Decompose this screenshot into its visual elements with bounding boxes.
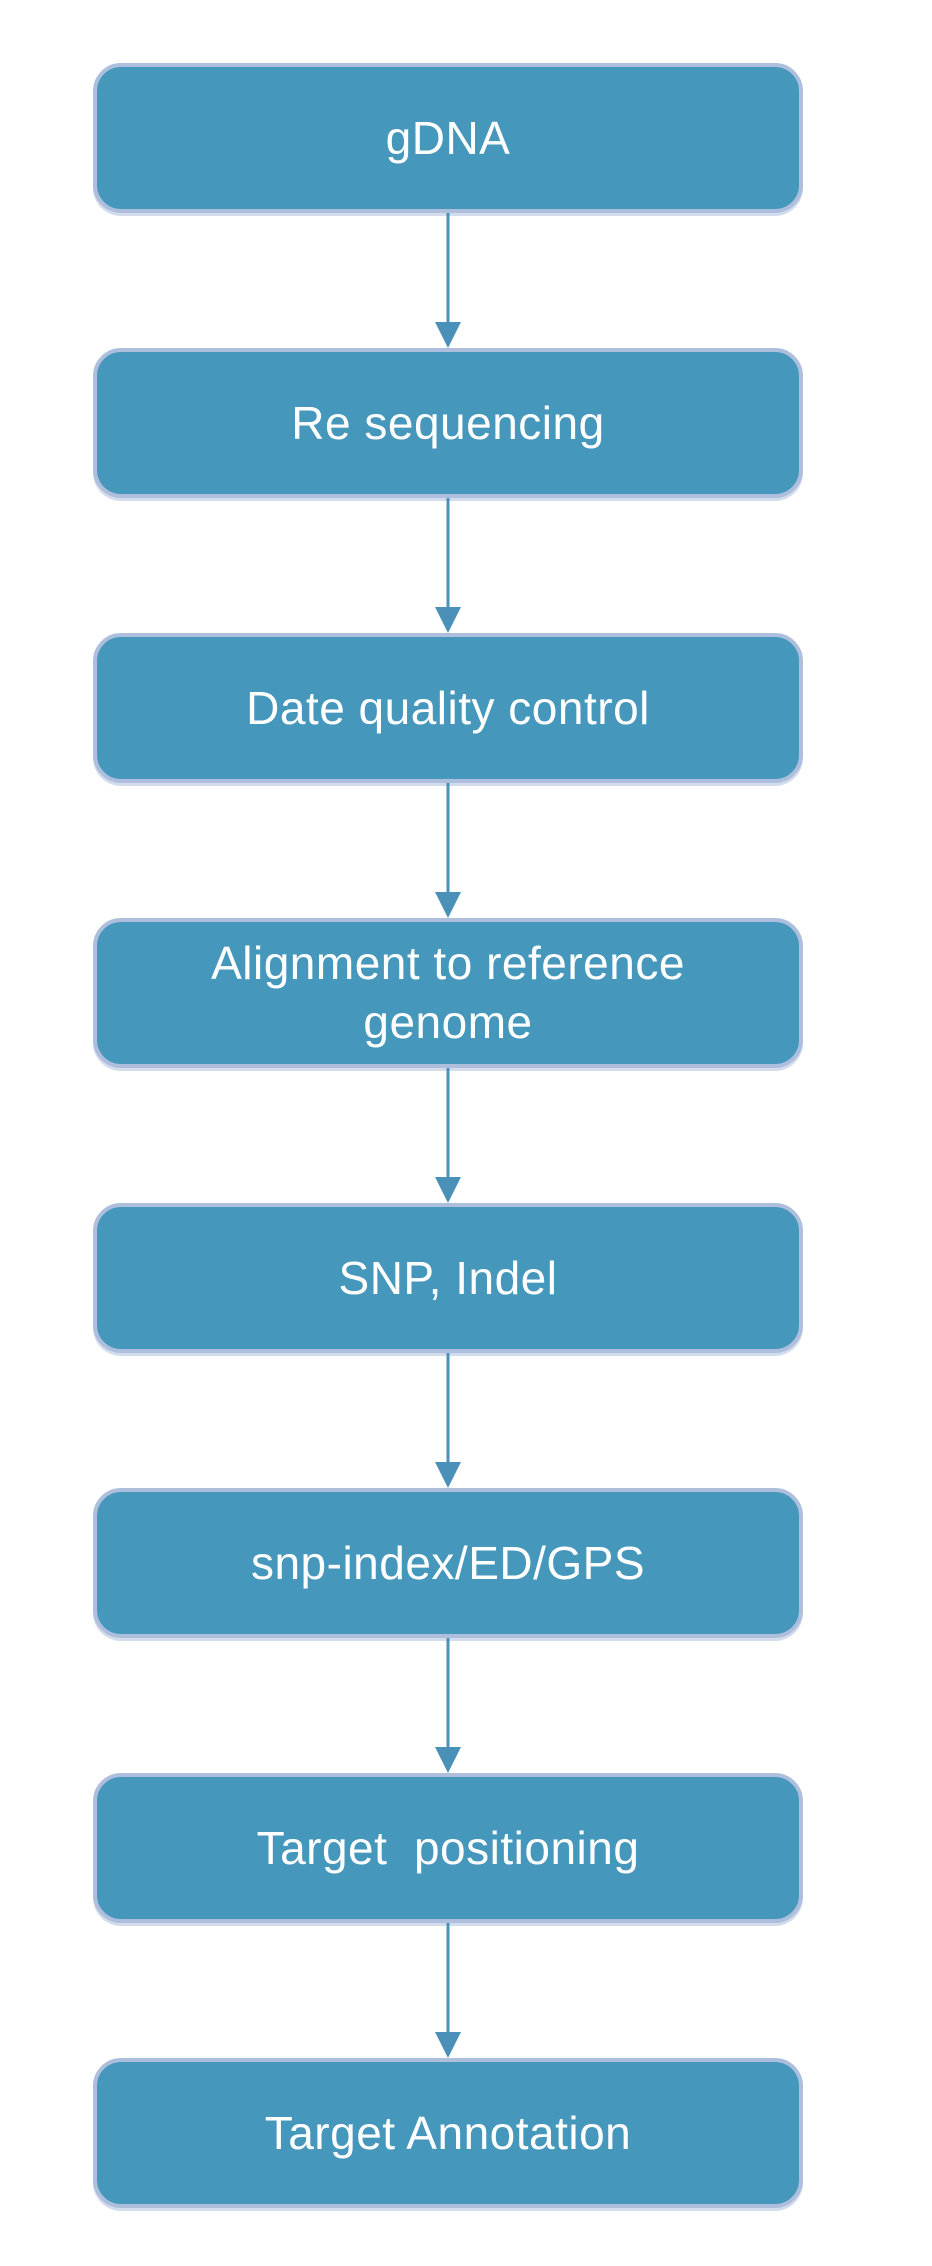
arrow-line	[446, 1923, 450, 2050]
flow-node: Alignment to reference genome	[93, 918, 803, 1068]
flow-node-label: Alignment to reference genome	[211, 937, 699, 1048]
flow-arrow	[434, 1353, 462, 1488]
flow-node: Re sequencing	[93, 348, 803, 498]
arrow-head-icon	[435, 1177, 461, 1203]
flow-node-label: Re sequencing	[291, 396, 605, 449]
flow-node-label: snp-index/ED/GPS	[250, 1536, 646, 1589]
flow-node: Target Annotation	[93, 2058, 803, 2208]
arrow-line	[446, 1353, 450, 1480]
arrow-line	[446, 783, 450, 910]
flow-arrow	[434, 1923, 462, 2058]
flow-node: Target positioning	[93, 1773, 803, 1923]
flow-arrow	[434, 213, 462, 348]
arrow-line	[446, 1638, 450, 1765]
flow-node-label: SNP, Indel	[338, 1251, 558, 1304]
arrow-head-icon	[435, 607, 461, 633]
arrow-head-icon	[435, 2032, 461, 2058]
flow-node-label: gDNA	[385, 111, 511, 164]
flow-node-label: Target positioning	[256, 1821, 640, 1874]
arrow-head-icon	[435, 1747, 461, 1773]
arrow-head-icon	[435, 1462, 461, 1488]
flow-node: gDNA	[93, 63, 803, 213]
arrow-head-icon	[435, 892, 461, 918]
arrow-line	[446, 1068, 450, 1195]
flow-arrow	[434, 783, 462, 918]
arrow-line	[446, 213, 450, 340]
flow-node: SNP, Indel	[93, 1203, 803, 1353]
flow-node: Date quality control	[93, 633, 803, 783]
flow-arrow	[434, 498, 462, 633]
flow-node-label: Target Annotation	[264, 2106, 632, 2159]
flow-arrow	[434, 1068, 462, 1203]
flow-node: snp-index/ED/GPS	[93, 1488, 803, 1638]
flow-node-label: Date quality control	[246, 681, 650, 734]
arrow-line	[446, 498, 450, 625]
flow-arrow	[434, 1638, 462, 1773]
arrow-head-icon	[435, 322, 461, 348]
